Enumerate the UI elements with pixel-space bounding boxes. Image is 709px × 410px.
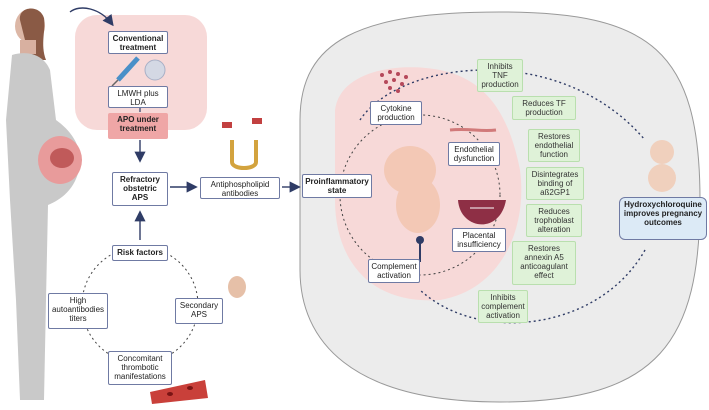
- complement-icon: [416, 236, 424, 262]
- cytokine-production-box: Cytokine production: [370, 101, 422, 125]
- lmwh-lda-box: LMWH plus LDA: [108, 86, 168, 108]
- pregnant-woman-illustration: [6, 8, 82, 400]
- hcq-arc: [359, 69, 646, 324]
- hcq-outcome-box: Hydroxychloroquine improves pregnancy ou…: [619, 197, 707, 240]
- refractory-aps-box: Refractory obstetric APS: [112, 172, 168, 206]
- concomitant-thrombotic-box: Concomitant thrombotic manifestations: [108, 351, 172, 385]
- hcq-effect-reduces-tf: Reduces TF production: [512, 96, 576, 120]
- hcq-effect-disintegrates-binding: Disintegrates binding of aß2GP1: [526, 167, 584, 200]
- apo-under-treatment-box: APO under treatment: [108, 113, 168, 139]
- pill-icon: [144, 59, 166, 81]
- endothelial-dysfunction-box: Endothelial dysfunction: [448, 142, 500, 166]
- cytokine-dots-icon: [380, 70, 408, 93]
- hcq-effect-reduces-trophoblast: Reduces trophoblast alteration: [526, 204, 582, 237]
- head-icon: [228, 276, 246, 298]
- antiphospholipid-antibodies-box: Antiphospholipid antibodies: [200, 177, 280, 199]
- secondary-aps-box: Secondary APS: [175, 298, 223, 324]
- risk-factors-box: Risk factors: [112, 245, 168, 261]
- placenta-icon: [458, 200, 506, 225]
- baby-illustration: [648, 140, 676, 192]
- blood-vessel-icon: [150, 380, 208, 404]
- proinflammatory-state-box: Proinflammatory state: [302, 174, 372, 198]
- placental-insufficiency-box: Placental insufficiency: [452, 228, 506, 252]
- fetus-illustration: [384, 146, 440, 233]
- hcq-effect-restores-endothelial: Restores endothelial function: [528, 129, 580, 162]
- endothelium-icon: [449, 127, 497, 133]
- arrow-to-treatment: [69, 7, 114, 27]
- syringe-icon: [111, 56, 140, 87]
- hcq-effect-inhibits-tnf: Inhibits TNF production: [477, 59, 523, 92]
- hcq-effect-inhibits-complement: Inhibits complement activation: [478, 290, 528, 323]
- high-autoantibodies-box: High autoantibodies titers: [48, 293, 108, 329]
- conventional-treatment-box: Conventional treatment: [108, 31, 168, 54]
- antibody-icon: [222, 118, 262, 170]
- complement-activation-box: Complement activation: [368, 259, 420, 283]
- hcq-effect-restores-annexin: Restores annexin A5 anticoagulant effect: [512, 241, 576, 285]
